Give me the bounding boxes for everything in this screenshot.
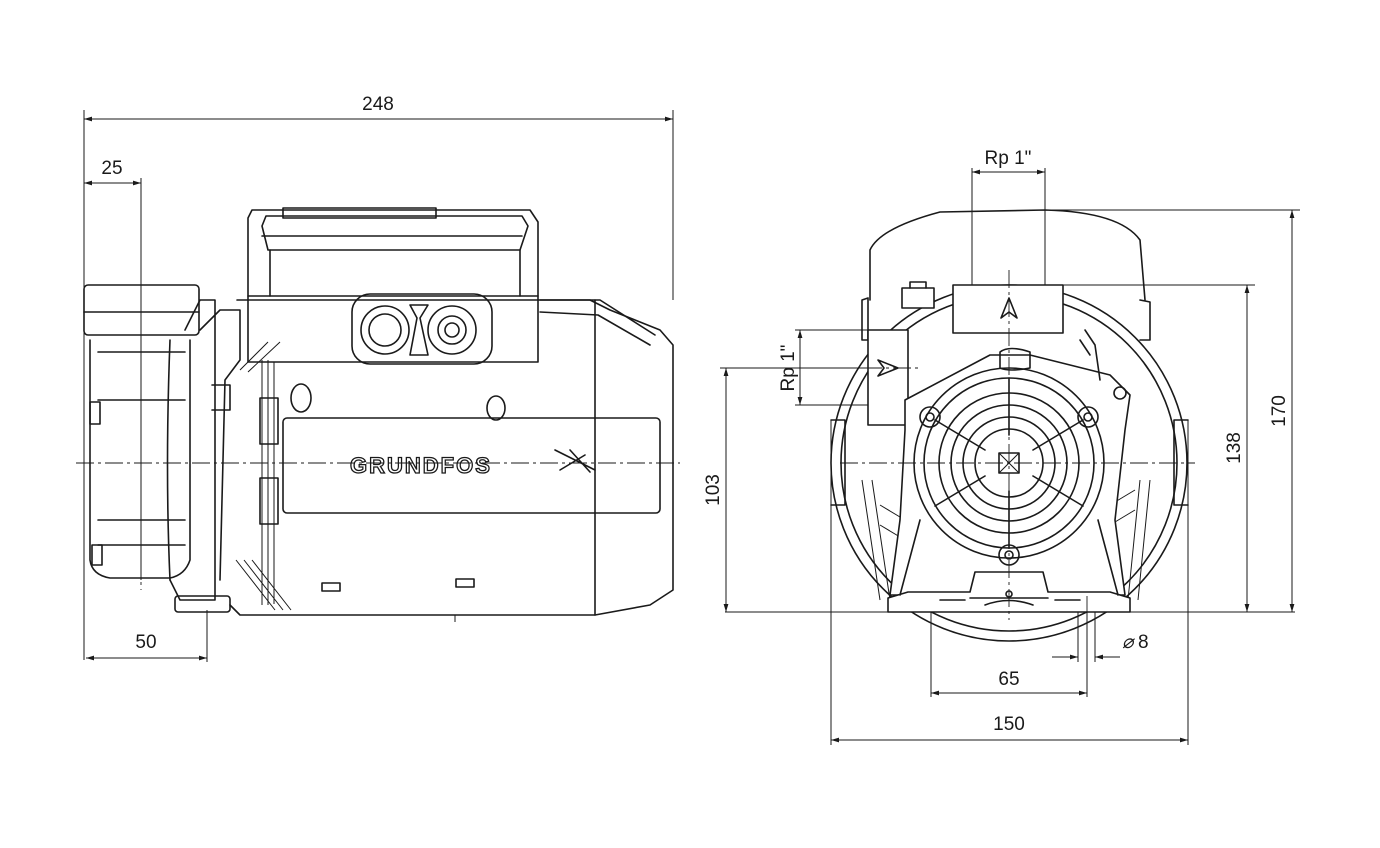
- inlet-port: [867, 329, 909, 426]
- dim-inlet-thread-label: Rp 1": [778, 345, 799, 392]
- dim-inlet-thread: Rp 1": [778, 330, 803, 405]
- diameter-symbol-icon: ⌀: [1122, 632, 1135, 653]
- brand-logo: GRUNDFOS: [350, 453, 492, 478]
- brand-mark-icon: [554, 449, 596, 473]
- pump-casing: [83, 284, 241, 613]
- dim-inlet-offset-label: 25: [101, 158, 122, 179]
- outlet-port: [901, 281, 1064, 334]
- terminal-box: [247, 207, 539, 365]
- dim-outlet-thread: Rp 1": [972, 148, 1045, 175]
- dim-total-height: 170: [1269, 210, 1295, 612]
- dim-foot-offset-label: 50: [135, 632, 156, 653]
- motor-body: GRUNDFOS: [229, 299, 674, 622]
- outlet-arrow-icon: [1000, 297, 1018, 319]
- front-view: Rp 1" Rp 1" 103 138 170 ⌀ 8: [703, 148, 1300, 745]
- dim-outlet-height-label: 138: [1224, 432, 1245, 464]
- dim-foot-hole-spacing: 65: [931, 669, 1087, 696]
- dim-inlet-offset: 25: [84, 158, 141, 186]
- dim-total-height-label: 170: [1269, 395, 1290, 427]
- nameplate-panel: [282, 417, 661, 514]
- dim-overall-width-label: 150: [993, 714, 1025, 735]
- dim-hole-diameter: ⌀ 8: [1052, 632, 1149, 660]
- dim-outlet-height: 138: [1224, 285, 1250, 612]
- dim-outlet-thread-label: Rp 1": [985, 148, 1032, 169]
- cable-gland-housing: [351, 293, 493, 365]
- cable-gland-left: [360, 305, 410, 355]
- dim-foot-offset: 50: [86, 632, 207, 661]
- inlet-arrow-icon: [877, 359, 899, 377]
- dim-overall-length: 248: [84, 94, 673, 122]
- pump-head-front: [889, 329, 1131, 596]
- dim-overall-width: 150: [831, 714, 1188, 743]
- dim-shaft-height-label: 103: [703, 474, 724, 506]
- dim-foot-hole-spacing-label: 65: [998, 669, 1019, 690]
- cable-gland-right: [427, 305, 477, 355]
- side-view: 248 25 50: [76, 94, 680, 662]
- cooling-fins: [235, 341, 292, 611]
- dim-overall-length-label: 248: [362, 94, 394, 115]
- dim-hole-diameter-label: 8: [1138, 632, 1149, 653]
- dim-shaft-height: 103: [703, 368, 729, 612]
